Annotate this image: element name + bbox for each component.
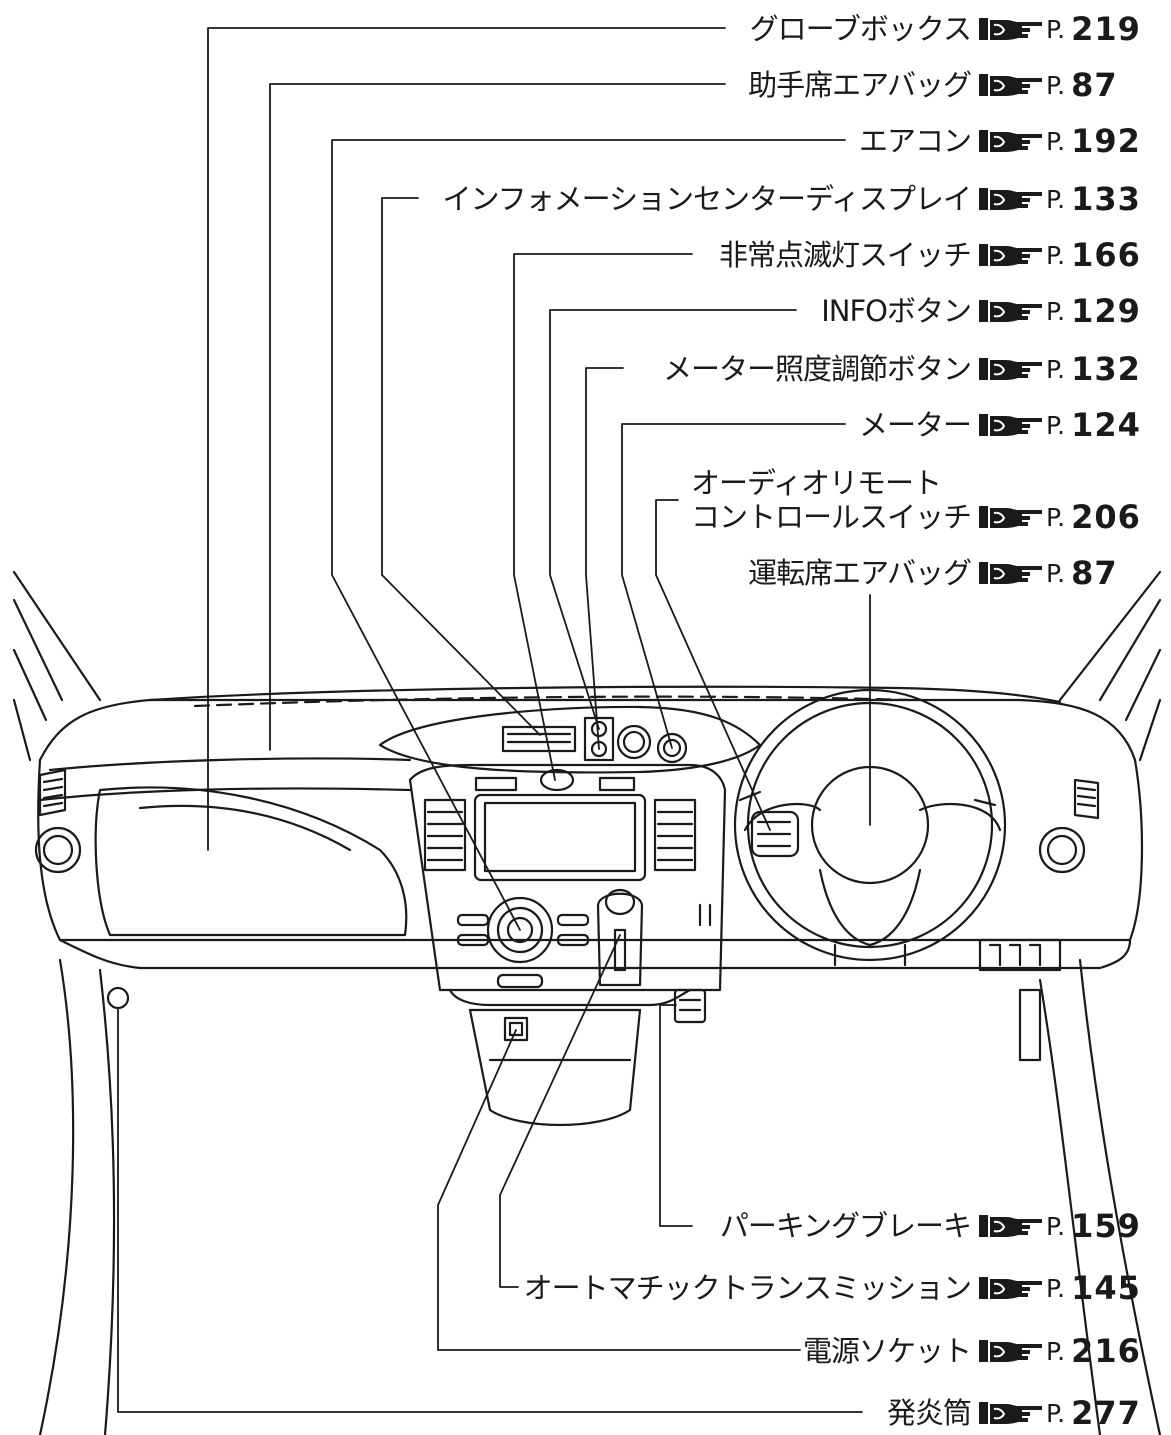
callout-label: INFOボタン	[821, 294, 972, 328]
pointing-hand-icon	[979, 414, 1042, 436]
page-number: 87	[1071, 554, 1118, 592]
leader-power-socket	[437, 1029, 801, 1351]
callout-label: パーキングブレーキ	[719, 1209, 972, 1243]
page-number: 206	[1071, 498, 1141, 536]
pointing-hand-icon	[979, 18, 1042, 40]
pointing-hand-icon	[979, 130, 1042, 152]
page-number: 129	[1071, 292, 1141, 330]
callout-label: 非常点滅灯スイッチ	[718, 238, 972, 272]
page-reference: P.192	[978, 122, 1168, 160]
leader-hazard-switch	[513, 253, 693, 781]
callout-label: 運転席エアバッグ	[748, 556, 972, 590]
page-number: 133	[1071, 180, 1141, 218]
page-prefix: P.	[1046, 240, 1066, 270]
pointing-hand-icon	[979, 358, 1042, 380]
meter-hood	[378, 705, 762, 774]
parking-brake-pedal	[673, 988, 707, 1024]
pointing-hand-icon	[979, 1340, 1042, 1362]
page-prefix: P.	[1046, 296, 1066, 326]
page-reference: P.166	[978, 236, 1168, 274]
leader-glovebox	[207, 27, 726, 851]
page-prefix: P.	[1046, 126, 1066, 156]
leader-parking-brake	[659, 1004, 693, 1227]
page-prefix: P.	[1046, 410, 1066, 440]
left-side-vent	[34, 768, 82, 874]
leader-transmission	[499, 934, 621, 1288]
leader-info-button	[549, 309, 797, 730]
leader-lines	[117, 27, 871, 1413]
right-lower-panel	[698, 903, 1062, 1062]
page-reference: P.87	[978, 554, 1168, 592]
page-reference: P.219	[978, 10, 1168, 48]
page-prefix: P.	[1046, 1398, 1066, 1428]
page-reference: P.132	[978, 350, 1168, 388]
right-a-pillar	[1058, 570, 1162, 762]
page-reference: P.124	[978, 406, 1168, 444]
glovebox	[94, 786, 408, 937]
page-reference: P.277	[978, 1394, 1168, 1432]
steering-wheel	[733, 688, 1007, 967]
page-reference: P.129	[978, 292, 1168, 330]
page-prefix: P.	[1046, 184, 1066, 214]
page-number: 159	[1071, 1207, 1141, 1245]
callout-label: 助手席エアバッグ	[748, 68, 972, 102]
page-reference: P.206	[978, 498, 1168, 536]
pointing-hand-icon	[979, 1402, 1042, 1424]
pointing-hand-icon	[979, 74, 1042, 96]
page-reference: P.216	[978, 1332, 1168, 1370]
leader-meter	[621, 423, 846, 749]
page-prefix: P.	[1046, 502, 1066, 532]
callout-label: グローブボックス	[749, 12, 972, 46]
page-reference: P.133	[978, 180, 1168, 218]
page-prefix: P.	[1046, 1211, 1066, 1241]
page-number: 145	[1071, 1269, 1141, 1307]
callout-label: メーター	[858, 408, 972, 442]
pointing-hand-icon	[979, 1277, 1042, 1299]
leader-air-conditioner	[331, 139, 846, 931]
leader-passenger-airbag	[269, 83, 726, 751]
dashboard-body	[37, 685, 1144, 970]
callout-label: オートマチックトランスミッション	[523, 1271, 972, 1305]
pointing-hand-icon	[979, 300, 1042, 322]
right-side-vent	[1038, 778, 1100, 874]
pointing-hand-icon	[979, 188, 1042, 210]
leader-flare	[117, 1007, 863, 1413]
callout-label-line1: オーディオリモート	[691, 466, 942, 500]
lower-body	[38, 958, 1162, 1435]
page-number: 166	[1071, 236, 1141, 274]
page-number: 216	[1071, 1332, 1141, 1370]
page-number: 219	[1071, 10, 1141, 48]
pointing-hand-icon	[979, 244, 1042, 266]
page-prefix: P.	[1046, 70, 1066, 100]
page-number: 87	[1071, 66, 1118, 104]
callout-label: メーター照度調節ボタン	[662, 352, 972, 386]
page-number: 277	[1071, 1394, 1141, 1432]
page-reference: P.159	[978, 1207, 1168, 1245]
leader-audio-remote	[655, 499, 771, 831]
page-prefix: P.	[1046, 14, 1066, 44]
leader-info-display	[381, 197, 541, 736]
callout-label: コントロールスイッチ	[690, 500, 972, 534]
page-number: 124	[1071, 406, 1141, 444]
pointing-hand-icon	[979, 506, 1042, 528]
page-prefix: P.	[1046, 1273, 1066, 1303]
left-a-pillar	[12, 570, 102, 762]
page-reference: P.145	[978, 1269, 1168, 1307]
callout-label: 発炎筒	[886, 1396, 972, 1430]
page-prefix: P.	[1046, 354, 1066, 384]
page-prefix: P.	[1046, 1336, 1066, 1366]
callout-label: エアコン	[858, 124, 972, 158]
pointing-hand-icon	[979, 1215, 1042, 1237]
page-prefix: P.	[1046, 558, 1066, 588]
pointing-hand-icon	[979, 562, 1042, 584]
leader-meter-dimmer	[585, 367, 624, 750]
callout-label: 電源ソケット	[802, 1334, 972, 1368]
page-number: 192	[1071, 122, 1141, 160]
page-reference: P.87	[978, 66, 1168, 104]
page-number: 132	[1071, 350, 1141, 388]
callout-label: インフォメーションセンターディスプレイ	[442, 182, 972, 216]
center-stack	[408, 763, 727, 1127]
